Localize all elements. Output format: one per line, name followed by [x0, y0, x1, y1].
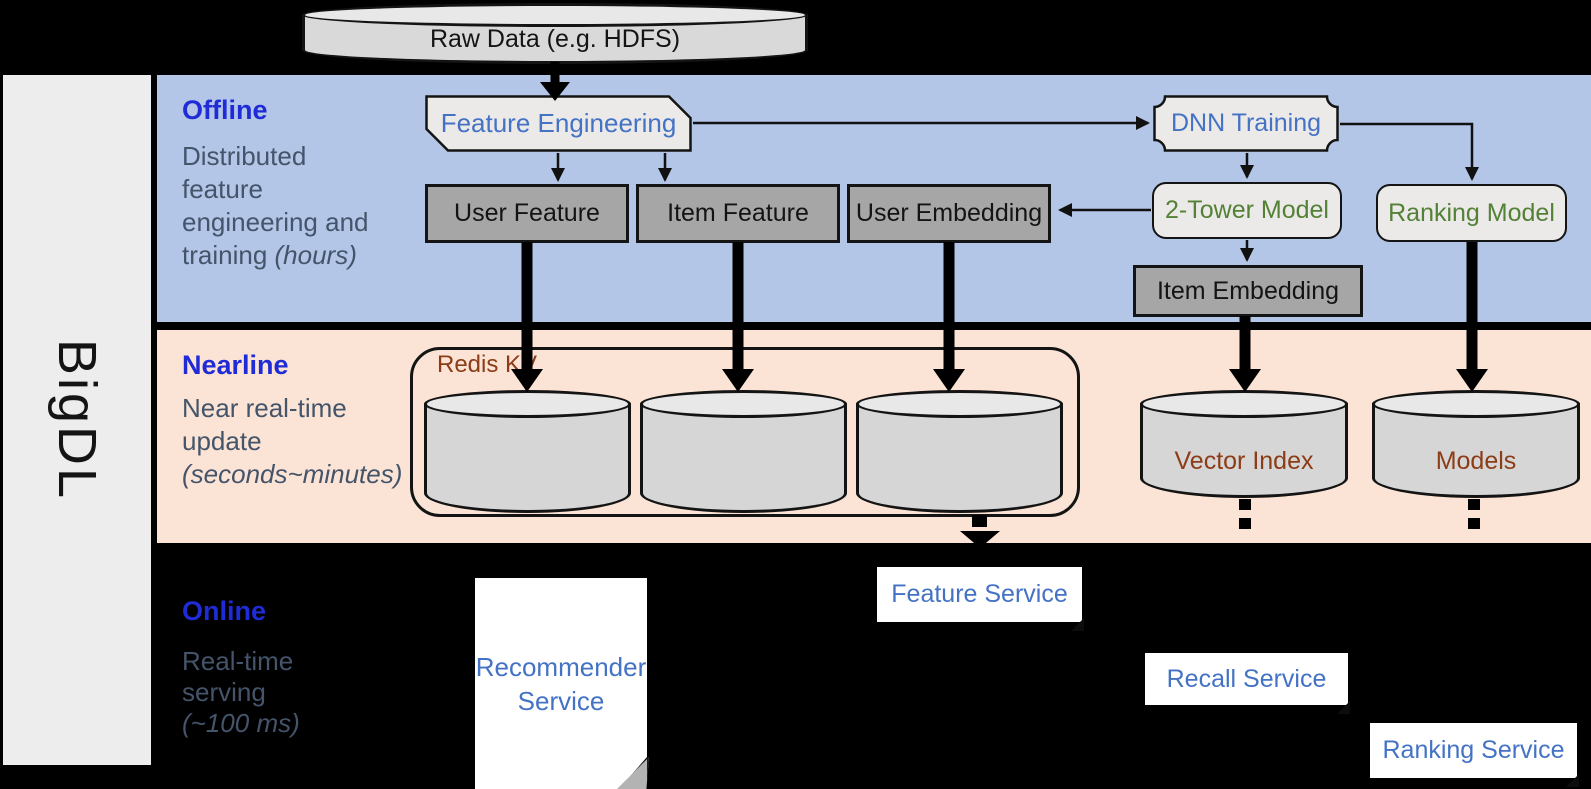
- dnn-training-node: DNN Training: [1153, 95, 1339, 152]
- ranking-service-folded-corner: [1566, 774, 1579, 787]
- models-cylinder: Models: [1372, 390, 1580, 498]
- user-embedding-label: User Embedding: [855, 199, 1043, 227]
- nearline-desc-line1: Near real-time: [182, 393, 347, 423]
- nearline-section-label: Nearline: [182, 350, 289, 380]
- item-embedding-node: Item Embedding: [1133, 265, 1363, 317]
- ranking-service-node: Ranking Service: [1370, 723, 1579, 787]
- feature-service-node: Feature Service: [877, 567, 1084, 631]
- offline-desc-line2: feature: [182, 174, 263, 204]
- ranking-service-label: Ranking Service: [1382, 736, 1565, 764]
- two-tower-model-label: 2-Tower Model: [1165, 196, 1329, 224]
- raw-data-cylinder-top: [302, 3, 808, 27]
- offline-desc-line3: engineering and: [182, 207, 369, 237]
- redis-cylinder-2: [640, 390, 847, 513]
- item-feature-node: Item Feature: [636, 184, 840, 243]
- dnn-training-label: DNN Training: [1170, 109, 1322, 137]
- item-feature-label: Item Feature: [667, 199, 809, 227]
- nearline-desc-line2: update: [182, 426, 262, 456]
- item-embedding-label: Item Embedding: [1156, 276, 1340, 305]
- offline-desc-line4: training (hours): [182, 240, 357, 270]
- online-desc-line2: serving: [182, 677, 266, 707]
- ranking-model-node: Ranking Model: [1376, 184, 1567, 242]
- vector-index-cylinder: Vector Index: [1140, 390, 1348, 498]
- vector-index-label: Vector Index: [1174, 446, 1314, 475]
- online-desc-line1: Real-time: [182, 646, 294, 676]
- redis-kv-container: [410, 347, 1080, 517]
- feature-service-folded-corner: [1071, 618, 1084, 631]
- user-embedding-node: User Embedding: [847, 184, 1051, 243]
- recommender-service-doc: Recommender Service: [475, 578, 647, 789]
- card-shape: [425, 95, 692, 152]
- models-label: Models: [1435, 446, 1517, 475]
- redis-cylinder-3: [856, 390, 1063, 513]
- feature-engineering-node: Feature Engineering: [425, 95, 692, 152]
- redis-cylinder-1: [424, 390, 631, 513]
- offline-desc-line1: Distributed: [182, 141, 307, 171]
- offline-section-description: Distributed feature engineering and trai…: [182, 140, 369, 272]
- user-feature-node: User Feature: [425, 184, 629, 243]
- offline-section-label: Offline: [182, 95, 268, 125]
- recall-service-label: Recall Service: [1166, 664, 1327, 693]
- plaque-shape: [1153, 95, 1339, 152]
- ranking-model-label: Ranking Model: [1388, 198, 1555, 227]
- recall-service-folded-corner: [1337, 701, 1350, 714]
- bigdl-sidebar: BigDL: [3, 75, 151, 765]
- online-section-label: Online: [182, 596, 267, 626]
- nearline-section-description: Near real-time update (seconds~minutes): [182, 392, 402, 491]
- feature-service-label: Feature Service: [891, 580, 1068, 608]
- user-feature-label: User Feature: [454, 199, 600, 227]
- feature-engineering-label: Feature Engineering: [440, 108, 677, 138]
- raw-data-label: Raw Data (e.g. HDFS): [429, 25, 681, 53]
- two-tower-model-node: 2-Tower Model: [1152, 182, 1342, 239]
- recall-service-node: Recall Service: [1145, 653, 1350, 714]
- raw-data-cylinder: Raw Data (e.g. HDFS): [302, 3, 808, 64]
- bigdl-logo-text: BigDL: [47, 338, 107, 502]
- redis-kv-label: Redis KV: [437, 351, 538, 378]
- recommender-service-label: Recommender Service: [475, 651, 647, 716]
- online-section-description: Real-time serving (~100 ms): [182, 646, 300, 739]
- online-desc-line3: (~100 ms): [182, 708, 300, 738]
- nearline-desc-line3: (seconds~minutes): [182, 459, 403, 489]
